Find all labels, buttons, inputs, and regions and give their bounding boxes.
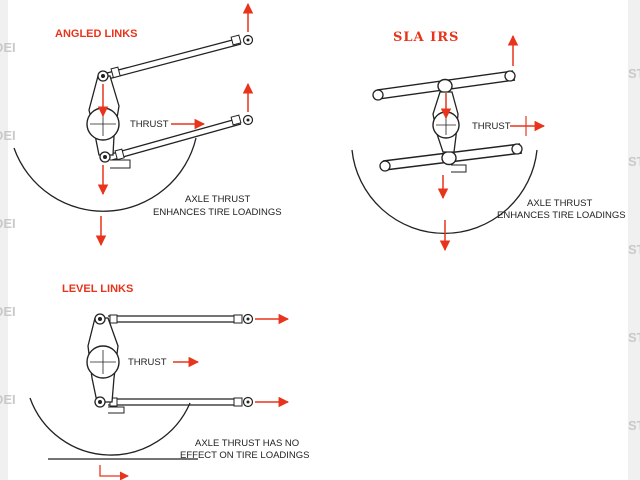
watermark-left-4: DEI (0, 304, 16, 319)
sla-irs-panel: SLA IRS (351, 30, 626, 252)
angled-links-title: ANGLED LINKS (55, 28, 138, 40)
sla-upper-arm (372, 70, 516, 101)
angled-links-panel: ANGLED LINKS (13, 2, 282, 247)
watermark-left-1: DEI (0, 40, 16, 55)
level-lower-link (108, 396, 254, 408)
level-upright (86, 313, 125, 414)
sla-thrust-label: THRUST (472, 121, 511, 132)
angled-upright (86, 70, 131, 169)
watermark-right-4: ST (628, 330, 640, 345)
level-links-title: LEVEL LINKS (62, 283, 133, 295)
level-ground-arrow (99, 465, 129, 480)
level-links-panel: LEVEL LINKS (29, 283, 310, 480)
level-upper-link (108, 313, 254, 325)
angled-wheel-arc (13, 137, 197, 212)
angled-thrust-label: THRUST (130, 119, 169, 130)
angled-note-line2: ENHANCES TIRE LOADINGS (153, 207, 282, 218)
watermark-right-3: ST (628, 242, 640, 257)
sla-note-line1: AXLE THRUST (527, 198, 592, 209)
angled-upper-link (106, 34, 254, 80)
left-watermark: DEI DEI DEI DEI DEI (0, 0, 16, 480)
sla-irs-title: SLA IRS (393, 30, 459, 45)
angled-note-line1: AXLE THRUST (185, 194, 250, 205)
level-thrust-label: THRUST (128, 357, 167, 368)
right-watermark: ST ST ST ST ST (628, 0, 640, 480)
level-note-line1: AXLE THRUST HAS NO (195, 438, 299, 449)
level-wheel-arc (29, 397, 191, 456)
watermark-left-5: DEI (0, 392, 16, 407)
watermark-right-5: ST (628, 418, 640, 433)
watermark-left-3: DEI (0, 216, 16, 231)
watermark-right-1: ST (628, 66, 640, 81)
watermark-right-2: ST (628, 154, 640, 169)
sla-upright (432, 91, 467, 173)
watermark-left-2: DEI (0, 128, 16, 143)
angled-lower-link (110, 114, 254, 161)
level-note-line2: EFFECT ON TIRE LOADINGS (180, 450, 310, 461)
sla-note-line2: ENHANCES TIRE LOADINGS (497, 210, 626, 221)
